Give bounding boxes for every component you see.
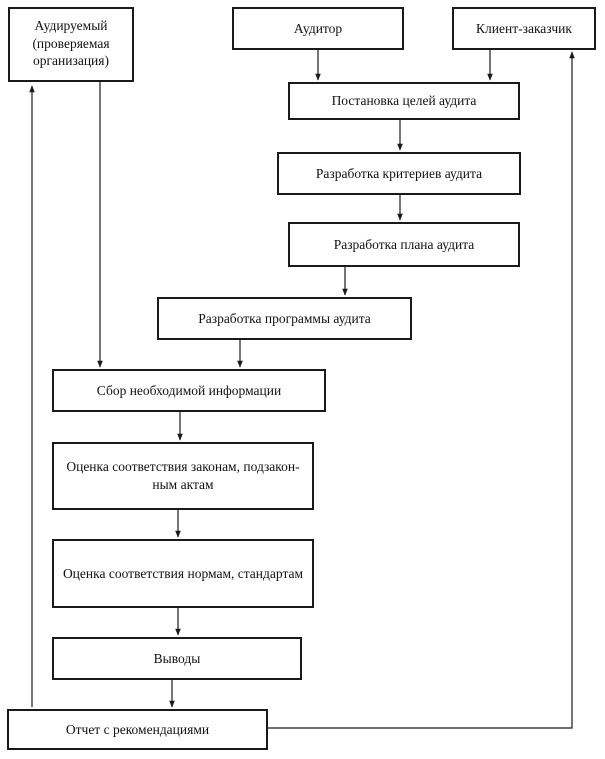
laws-box: Оценка соответствия законам, подзакон- н… [52, 442, 314, 510]
program-box: Разработка программы аудита [157, 297, 412, 340]
criteria-box: Разработка критериев аудита [277, 152, 521, 195]
arrow-report-to-client [268, 51, 575, 729]
norms-box: Оценка соответствия нормам, стандартам [52, 539, 314, 608]
audited-organization-box: Аудируемый (проверяемая организация) [8, 7, 134, 82]
plan-box: Разработка плана аудита [288, 222, 520, 267]
client-box: Клиент-заказчик [452, 7, 596, 50]
info-box: Сбор необходимой информации [52, 369, 326, 412]
goals-box: Постановка целей аудита [288, 82, 520, 120]
auditor-box: Аудитор [232, 7, 404, 50]
conclusions-box: Выводы [52, 637, 302, 680]
report-box: Отчет с рекомендациями [7, 709, 268, 750]
